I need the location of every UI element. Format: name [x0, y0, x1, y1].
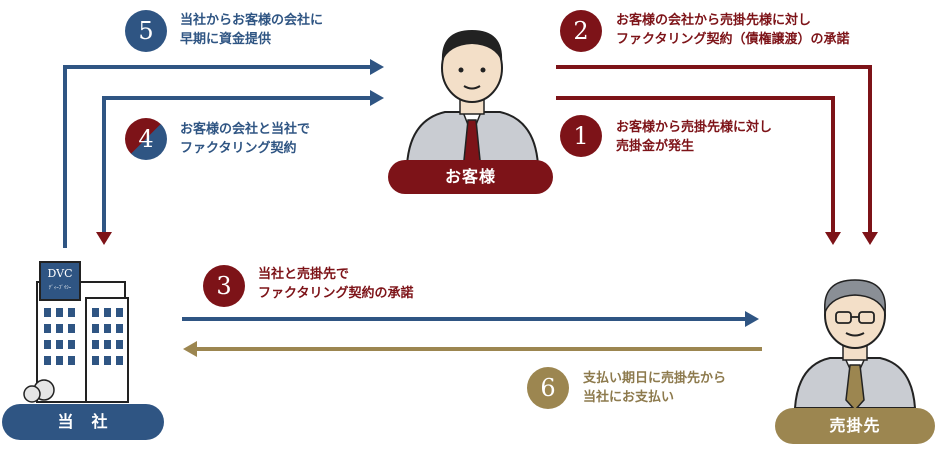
step-4-badge: 4	[125, 118, 167, 160]
step-3-line1: 当社と売掛先で	[258, 267, 350, 282]
step-2-badge: 2	[560, 10, 602, 52]
flow-arrow-3	[182, 311, 759, 327]
flow-arrow-4	[96, 90, 384, 245]
step-3-badge: 3	[203, 265, 245, 307]
customer-person-illustration	[405, 30, 540, 172]
step-4-text: お客様の会社と当社で ファクタリング契約	[180, 120, 310, 158]
step-5-line2: 早期に資金提供	[180, 32, 272, 47]
flow-arrow-6	[183, 341, 762, 357]
step-3-text: 当社と売掛先で ファクタリング契約の承諾	[258, 265, 413, 303]
building-sign-subtext: ﾃﾞｨｰﾌﾞｲｼｰ	[48, 285, 72, 291]
building-sign-letters: DVC	[47, 267, 73, 280]
step-2-line2: ファクタリング契約（債権譲渡）の承諾	[616, 32, 850, 47]
building-sign: DVC ﾃﾞｨｰﾌﾞｲｼｰ	[40, 264, 80, 300]
step-1-badge: 1	[560, 115, 602, 157]
company-label: 当 社	[2, 404, 164, 440]
step-1-text: お客様から売掛先様に対し 売掛金が発生	[616, 118, 772, 156]
flow-arrow-2	[556, 65, 878, 245]
step-1-line2: 売掛金が発生	[616, 139, 695, 154]
flow-arrow-1	[556, 96, 841, 245]
step-2-line1: お客様の会社から売掛先様に対し	[616, 13, 812, 28]
step-6-line2: 当社にお支払い	[583, 390, 675, 405]
step-4-line2: ファクタリング契約	[180, 141, 297, 156]
step-6-line1: 支払い期日に売掛先から	[583, 371, 727, 386]
debtor-label: 売掛先	[775, 408, 935, 444]
step-4-line1: お客様の会社と当社で	[180, 122, 311, 137]
step-5-line1: 当社からお客様の会社に	[180, 13, 324, 28]
step-1-line1: お客様から売掛先様に対し	[616, 120, 773, 135]
step-5-badge: 5	[125, 10, 167, 52]
step-5-text: 当社からお客様の会社に 早期に資金提供	[180, 11, 323, 49]
step-3-line2: ファクタリング契約の承諾	[258, 286, 414, 301]
customer-label: お客様	[388, 160, 553, 194]
debtor-person-illustration	[793, 279, 917, 412]
company-building-illustration	[23, 261, 129, 403]
step-6-text: 支払い期日に売掛先から 当社にお支払い	[583, 369, 726, 407]
flow-arrow-5	[63, 59, 384, 248]
step-6-badge: 6	[527, 367, 569, 409]
step-2-text: お客様の会社から売掛先様に対し ファクタリング契約（債権譲渡）の承諾	[616, 11, 849, 49]
